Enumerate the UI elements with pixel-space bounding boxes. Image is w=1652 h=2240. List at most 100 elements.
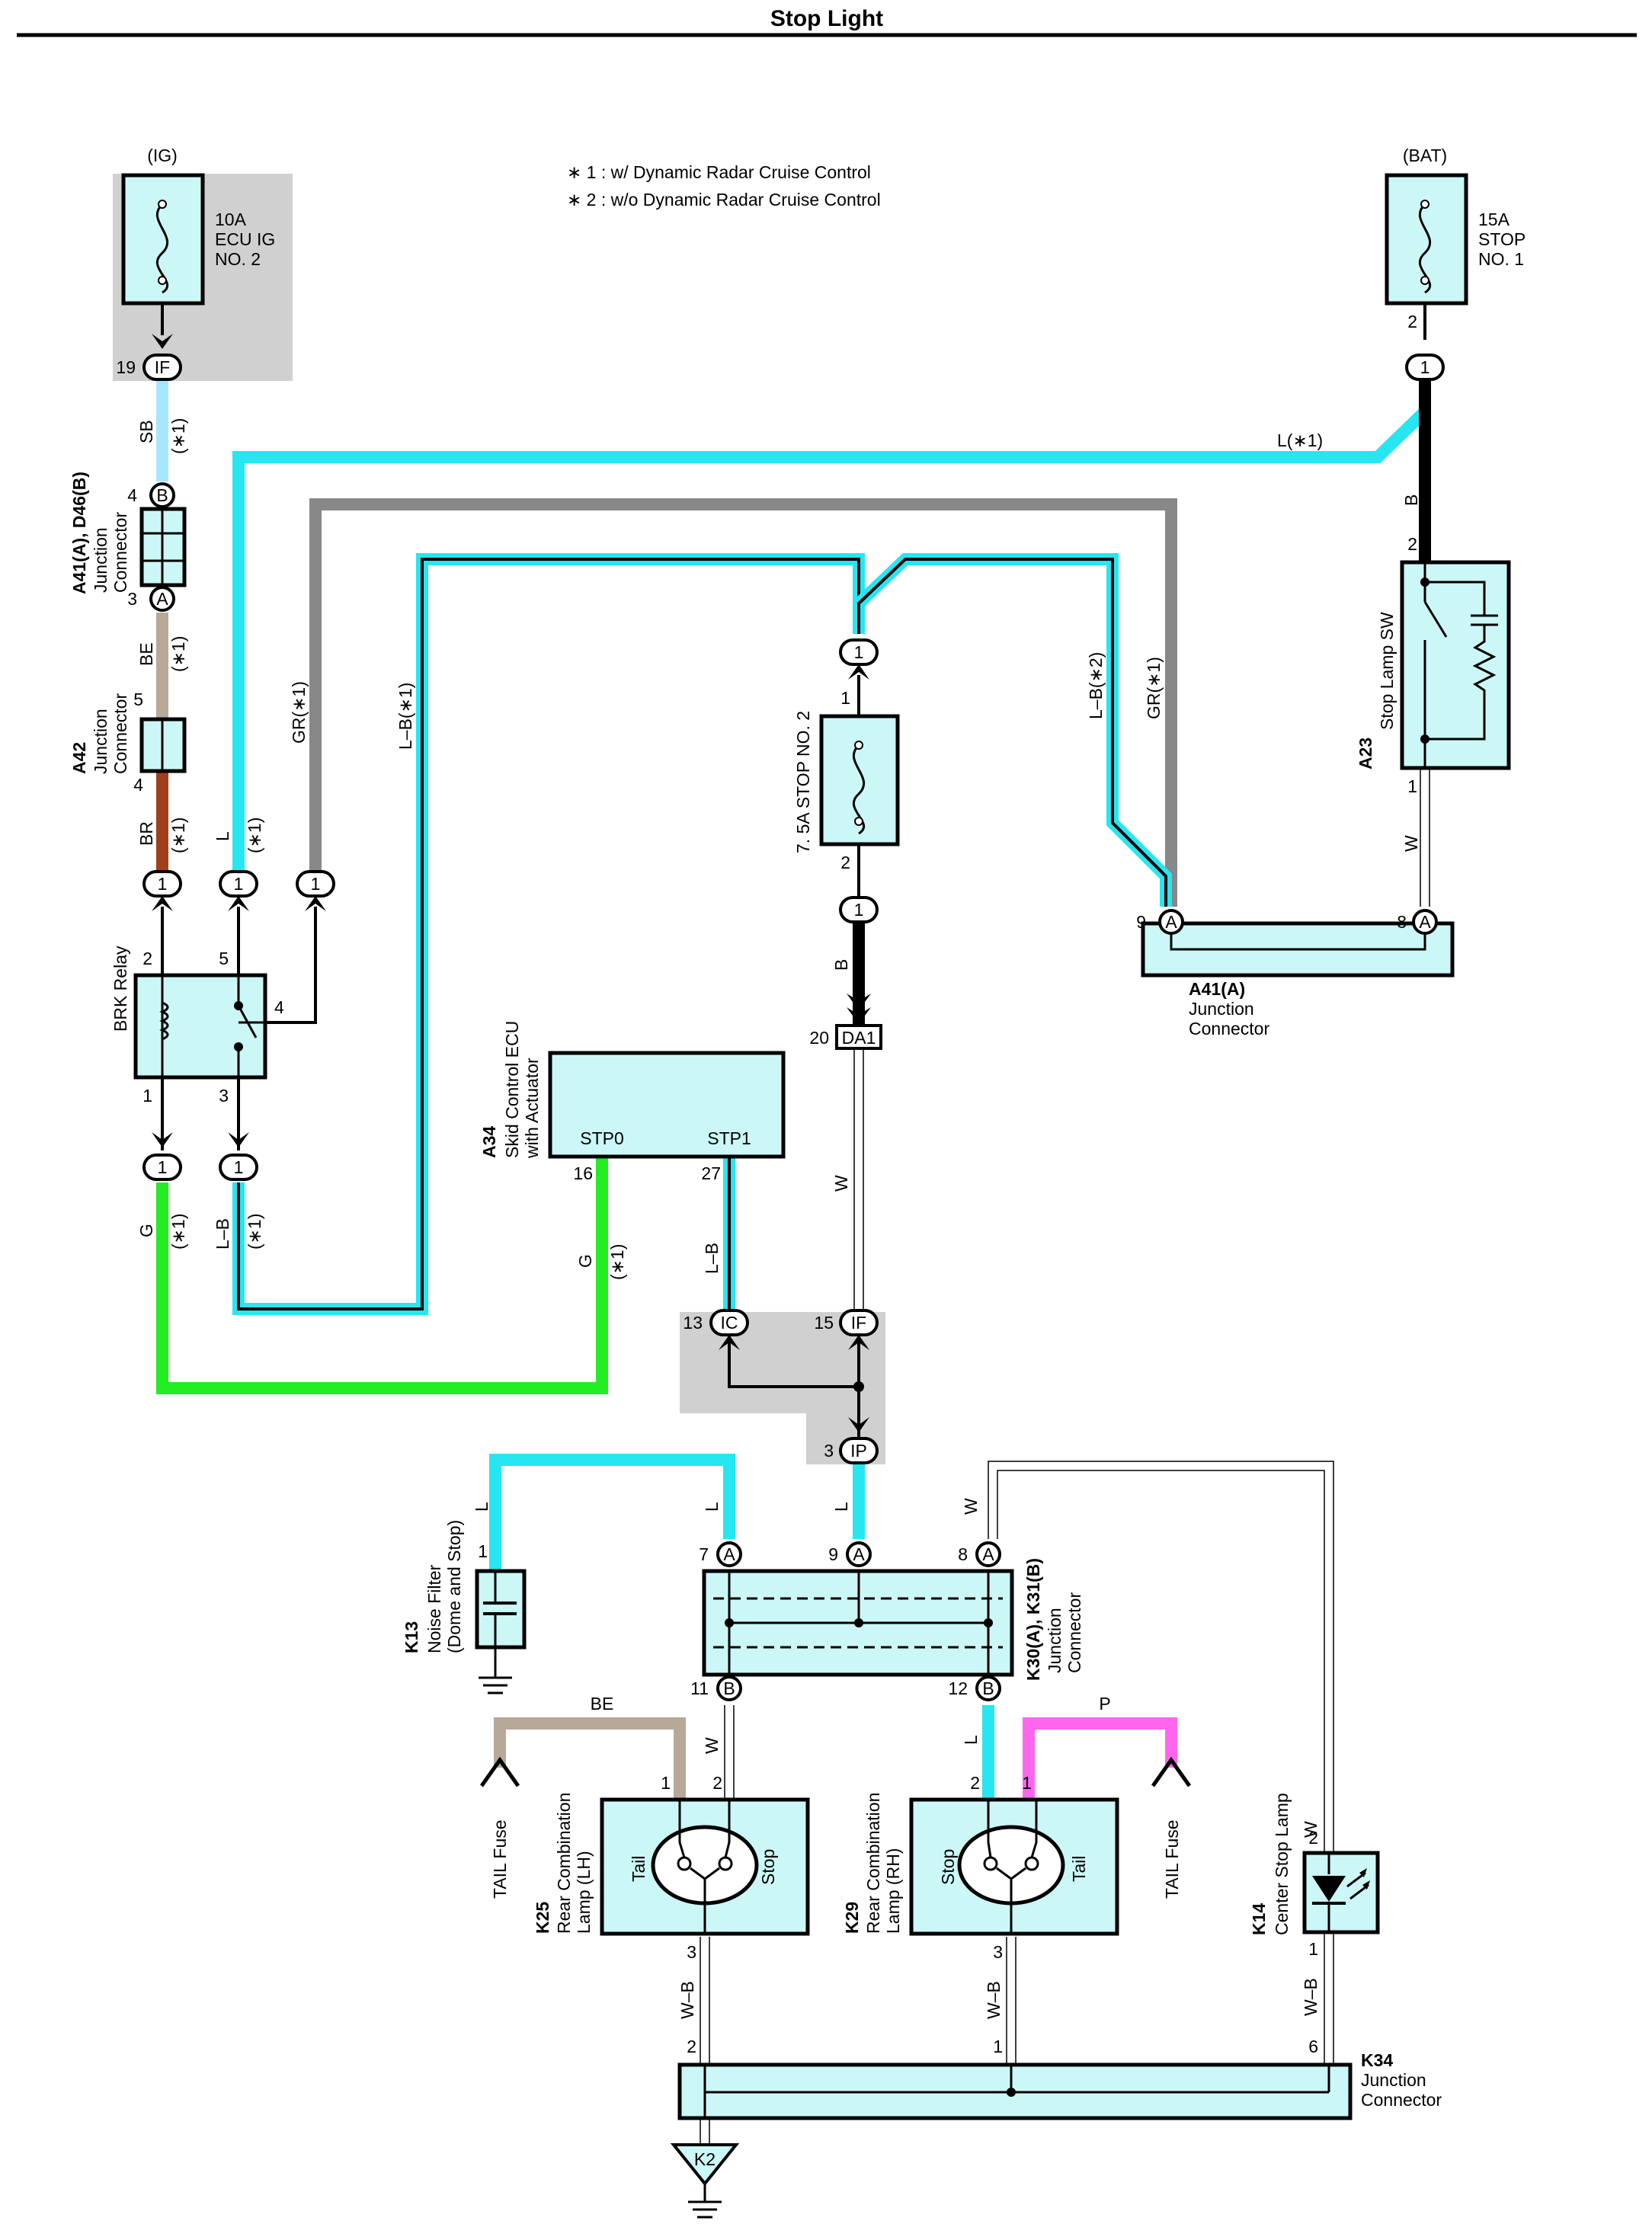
skid-control-ecu <box>548 1051 786 1159</box>
note-2: ∗ 2 : w/o Dynamic Radar Cruise Control <box>567 190 881 210</box>
wire-label-g: G <box>136 1224 156 1237</box>
junction-a41a <box>1141 921 1455 978</box>
wire-label-sb-star: (∗1) <box>168 418 188 454</box>
pin-a41-4: 4 <box>127 485 137 505</box>
tail-fuse-label-lh: TAIL Fuse <box>490 1819 510 1899</box>
a23-code: A23 <box>1356 738 1375 770</box>
wire-lb-star2 <box>854 553 1172 907</box>
wire-label-lb-relay: L–B <box>213 1218 232 1250</box>
k29-name-1: Rear Combination <box>863 1793 883 1934</box>
k13-name-1: Noise Filter <box>424 1564 444 1653</box>
k13-code: K13 <box>402 1621 421 1653</box>
k25-tail-label: Tail <box>629 1855 648 1882</box>
conn-a-a41: A <box>156 589 168 609</box>
pin-a41a-8: 8 <box>1397 912 1407 932</box>
wire-g <box>156 1157 608 1394</box>
wire-l-filter <box>489 1454 735 1571</box>
a42-name-2: Connector <box>110 693 130 774</box>
pin-k30-12: 12 <box>948 1678 968 1698</box>
k25-name-1: Rear Combination <box>554 1793 574 1934</box>
pin-if-15: 15 <box>814 1313 834 1333</box>
k34-name-2: Connector <box>1361 2090 1442 2110</box>
fuse-stop1-no: NO. 1 <box>1478 249 1524 269</box>
pin-k29-3: 3 <box>993 1942 1003 1962</box>
pin-k25-2: 2 <box>712 1773 722 1793</box>
conn-stop1-1: 1 <box>1420 357 1430 377</box>
pin-relay-2: 2 <box>142 949 152 968</box>
wire-label-p: P <box>1099 1694 1110 1714</box>
pin-relay-4: 4 <box>274 997 284 1017</box>
wire-label-g-ecu: G <box>575 1254 595 1268</box>
a34-name-1: Skid Control ECU <box>502 1021 522 1158</box>
conn-relay-1c: 1 <box>311 874 321 894</box>
pin-relay-1: 1 <box>142 1086 152 1106</box>
conn-b-a41: B <box>156 485 168 505</box>
pin-stop2-2: 2 <box>840 853 850 872</box>
pin-k30-9: 9 <box>828 1544 838 1564</box>
conn-da1: DA1 <box>842 1028 876 1048</box>
wire-label-b-stop2: B <box>831 959 851 971</box>
power-bat-label: (BAT) <box>1403 146 1447 165</box>
conn-k30-11: B <box>723 1678 735 1698</box>
a41a-name-2: Connector <box>1189 1019 1269 1038</box>
center-stop-lamp <box>1302 1851 1380 1934</box>
wire-label-lb-star1: L–B(∗1) <box>395 683 415 750</box>
fuse-stop1-amp: 15A <box>1478 210 1510 229</box>
note-1: ∗ 1 : w/ Dynamic Radar Cruise Control <box>567 162 871 182</box>
k29-code: K29 <box>842 1902 862 1934</box>
a41a-name-1: Junction <box>1189 999 1254 1019</box>
fuse-stop2-label: 7. 5A STOP NO. 2 <box>793 711 813 853</box>
rear-lamp-rh <box>909 1797 1119 1936</box>
k30-name-1: Junction <box>1045 1608 1065 1673</box>
conn-k30-9: A <box>853 1544 865 1564</box>
conn-relay-1e: 1 <box>234 1157 244 1177</box>
pin-k25-3: 3 <box>687 1942 696 1962</box>
a41-d46-name-1: Junction <box>91 527 110 593</box>
a34-code: A34 <box>479 1126 499 1158</box>
k34-code: K34 <box>1361 2050 1393 2070</box>
page-title: Stop Light <box>770 6 883 31</box>
wire-label-l-rh: L <box>961 1735 981 1745</box>
wire-label-be-tail: BE <box>591 1694 614 1714</box>
wire-label-l-star: (∗1) <box>245 818 264 853</box>
pin-stop1-2: 2 <box>1407 312 1417 331</box>
noise-filter <box>475 1569 527 1650</box>
fuse-ecu-ig-name: ECU IG <box>215 229 275 249</box>
pin-ic-13: 13 <box>683 1313 703 1333</box>
pin-relay-5: 5 <box>219 949 229 968</box>
a34-name-2: with Actuator <box>522 1058 542 1159</box>
wire-label-w-lh: W <box>702 1737 722 1754</box>
conn-stop2-bottom: 1 <box>854 900 864 920</box>
conn-a41a-9: A <box>1165 912 1177 932</box>
connector-da1 <box>835 1024 882 1050</box>
pin-ip-3: 3 <box>824 1441 834 1461</box>
wire-label-br: BR <box>136 821 156 846</box>
fuse-ecu-ig <box>121 173 205 306</box>
ground-icon-k13 <box>479 1676 512 1694</box>
pin-ecu-16: 16 <box>573 1163 593 1183</box>
pin-k14-1: 1 <box>1308 1939 1318 1959</box>
pin-a42-4: 4 <box>133 775 143 795</box>
wire-label-wb-k14: W–B <box>1301 1978 1321 2016</box>
junction-a41-d46 <box>139 507 187 587</box>
pin-relay-3: 3 <box>219 1086 229 1106</box>
rear-lamp-lh <box>600 1797 810 1936</box>
conn-relay-1d: 1 <box>158 1157 168 1177</box>
ground-k2-label: K2 <box>694 2149 716 2169</box>
k29-name-2: Lamp (RH) <box>883 1848 903 1934</box>
k14-code: K14 <box>1249 1903 1269 1935</box>
fuse-stop-2 <box>819 714 900 846</box>
k29-stop-label: Stop <box>938 1849 958 1885</box>
power-ig-label: (IG) <box>147 146 178 165</box>
wire-label-gr-right: GR(∗1) <box>1144 657 1164 719</box>
conn-relay-1a: 1 <box>158 874 168 894</box>
pin-k30-7: 7 <box>699 1544 709 1564</box>
k13-name-2: (Dome and Stop) <box>444 1520 464 1653</box>
tail-fuse-label-rh: TAIL Fuse <box>1162 1819 1182 1899</box>
pin-da1-20: 20 <box>809 1028 829 1048</box>
conn-ic: IC <box>721 1313 738 1333</box>
wire-label-br-star: (∗1) <box>168 818 188 853</box>
wire-label-be-star: (∗1) <box>168 636 188 672</box>
k30-name-2: Connector <box>1065 1592 1084 1673</box>
fuse-stop-1 <box>1385 173 1468 306</box>
